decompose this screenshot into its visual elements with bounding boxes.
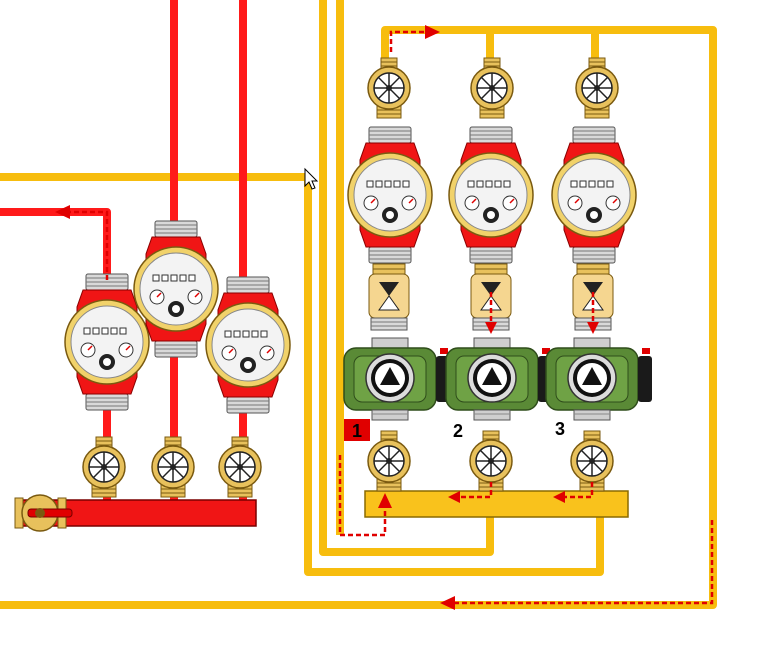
ball-valve-icon[interactable] — [367, 430, 411, 492]
water-meter-icon — [347, 126, 433, 264]
pump-label-1: 1 — [344, 419, 370, 441]
pump-label-3: 3 — [555, 419, 565, 439]
circulation-pump-icon — [343, 337, 451, 421]
return-pipe-upper-loop — [0, 173, 604, 576]
circulation-pump-icon — [545, 337, 653, 421]
pump-label-2: 2 — [453, 421, 463, 441]
water-meter-icon — [551, 126, 637, 264]
flow-path-top — [389, 30, 425, 52]
return-pipe-main-loop — [0, 26, 717, 609]
manifold-ball-valve-icon[interactable] — [14, 494, 73, 532]
ball-valve-icon[interactable] — [470, 57, 514, 119]
arrowhead-down-3 — [587, 322, 599, 334]
flow-arrowheads — [55, 25, 599, 610]
return-pipe-inner-loop — [319, 0, 494, 556]
mouse-cursor-icon — [304, 167, 319, 190]
check-valve-icon — [368, 263, 410, 331]
flow-path-pump-2 — [460, 482, 493, 499]
arrowhead-left-3 — [553, 491, 565, 503]
supply-manifold — [14, 494, 257, 532]
arrowhead-up — [378, 493, 392, 508]
flow-path-pump-3 — [565, 482, 594, 499]
arrowhead-left — [440, 596, 455, 610]
ball-valve-icon[interactable] — [82, 436, 126, 498]
return-pipes — [0, 0, 717, 609]
flow-arrows — [70, 30, 714, 605]
ball-valve-icon[interactable] — [367, 57, 411, 119]
pump-label-text: 1 — [352, 421, 362, 441]
supply-pipe-left-branch — [0, 208, 111, 280]
flow-path-pump-1 — [338, 455, 387, 537]
ball-valve-icon[interactable] — [151, 436, 195, 498]
water-meter-icon — [205, 276, 291, 414]
supply-pipes — [0, 0, 247, 500]
ball-valve-icon[interactable] — [575, 57, 619, 119]
arrowhead-left-2 — [448, 491, 460, 503]
arrowhead-down-2 — [485, 322, 497, 334]
return-manifold — [364, 490, 629, 518]
arrowhead-left-top — [55, 205, 70, 219]
flow-path-left — [70, 210, 109, 280]
circulation-pump-icon — [445, 337, 553, 421]
ball-valve-icon[interactable] — [218, 436, 262, 498]
water-meter-icon — [448, 126, 534, 264]
arrowhead-right — [425, 25, 440, 39]
flow-path-bottom — [455, 520, 714, 605]
